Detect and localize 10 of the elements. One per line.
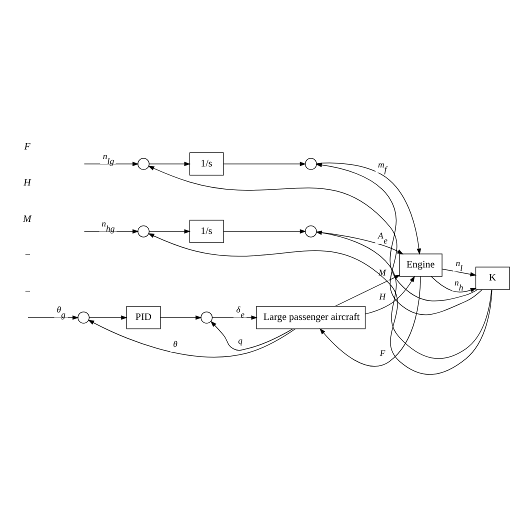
edge-label: H <box>379 290 386 301</box>
label: H <box>24 177 31 188</box>
label: − <box>24 250 31 261</box>
edge-label: F <box>380 348 386 358</box>
edge-label: θ <box>173 338 178 348</box>
label: M <box>22 213 32 224</box>
edge-label: M <box>378 267 386 278</box>
label: F <box>24 140 30 152</box>
label: − <box>24 286 31 297</box>
edge-label: q <box>238 335 243 346</box>
